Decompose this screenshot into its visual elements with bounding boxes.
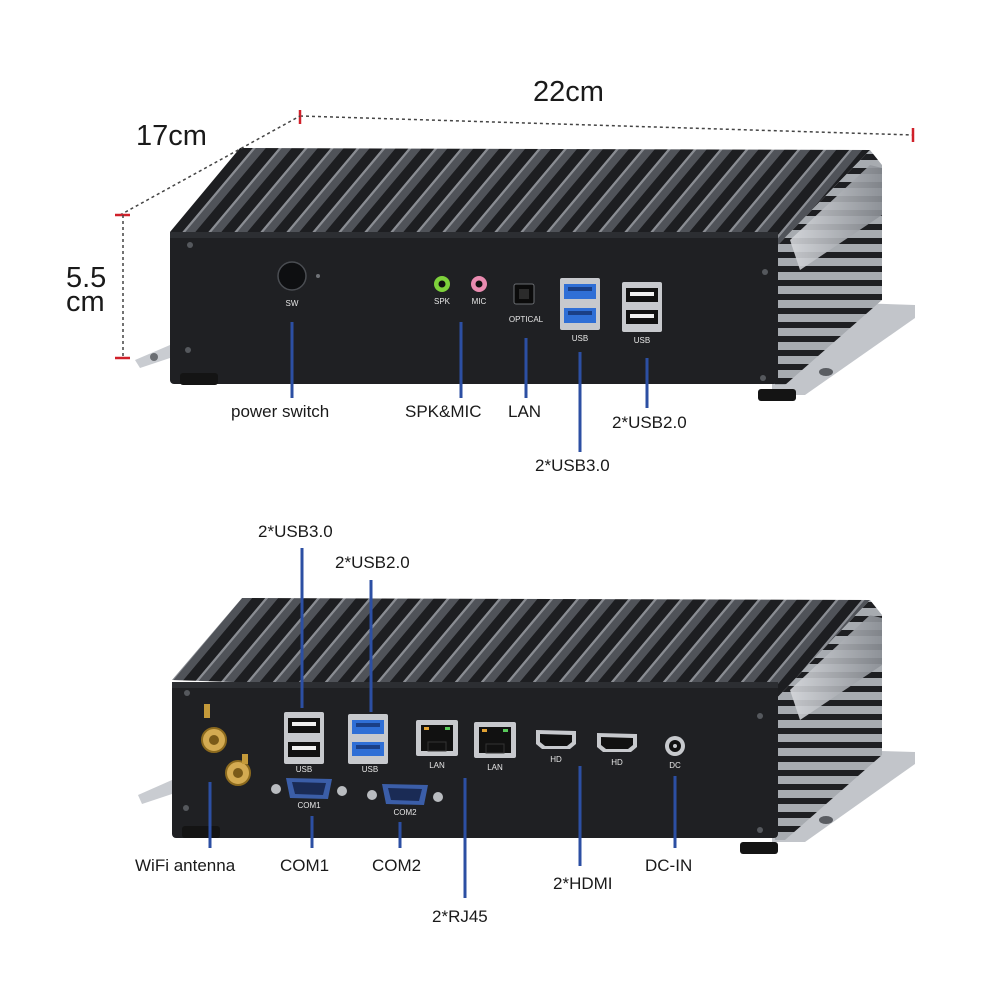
back-usb3-callout: 2*USB3.0 — [258, 522, 333, 541]
left-mount-plate — [138, 780, 178, 804]
depth-dim-line — [119, 115, 301, 216]
front-panel — [170, 232, 778, 384]
power-switch-callout: power switch — [231, 402, 330, 421]
lan-port-icon — [416, 720, 458, 756]
spk-label: SPK — [434, 297, 451, 306]
front-callout-lines — [290, 322, 649, 452]
com2-callout: COM2 — [372, 856, 422, 875]
led-indicator-icon — [316, 274, 320, 278]
hd1-label: HD — [550, 755, 562, 764]
top-heatsink-fins — [170, 148, 870, 248]
lan-callout: LAN — [508, 402, 542, 421]
top-heatsink-fins — [172, 598, 870, 700]
power-button-icon — [277, 261, 307, 291]
usb3-label: USB — [572, 334, 588, 343]
hd2-label: HD — [611, 758, 623, 767]
dc-label: DC — [669, 761, 681, 770]
front-view-device: SW SPK MIC OPTICAL USB USB — [135, 148, 915, 401]
dimension-lines — [115, 110, 915, 360]
hdmi-callout: 2*HDMI — [553, 874, 613, 893]
dc-in-callout: DC-IN — [645, 856, 693, 875]
com1-callout: COM1 — [280, 856, 330, 875]
wifi-antenna-icon — [201, 704, 251, 786]
width-dim-line — [299, 115, 914, 136]
back-usb2-callout: 2*USB2.0 — [335, 553, 410, 572]
hdmi-port-icon — [536, 730, 576, 749]
usb3-back-label: USB — [362, 765, 378, 774]
spk-mic-callout: SPK&MIC — [405, 402, 482, 421]
usb2-label: USB — [634, 336, 650, 345]
width-dimension-label: 22cm — [533, 76, 604, 108]
rj45-callout: 2*RJ45 — [432, 907, 488, 926]
com1-port-icon — [271, 778, 347, 799]
wifi-antenna-callout: WiFi antenna — [135, 856, 236, 875]
com1-port-label: COM1 — [297, 801, 321, 810]
sw-label: SW — [286, 299, 299, 308]
lan-port-icon — [474, 722, 516, 758]
usb2-back-label: USB — [296, 765, 312, 774]
com2-port-label: COM2 — [393, 808, 417, 817]
back-panel — [172, 682, 778, 838]
foot — [758, 389, 796, 401]
usb2-callout: 2*USB2.0 — [612, 413, 687, 432]
usb3-callout: 2*USB3.0 — [535, 456, 610, 475]
com2-port-icon — [367, 784, 443, 805]
hdmi-port-icon — [597, 733, 637, 752]
mic-label: MIC — [472, 297, 487, 306]
height-dimension-value: 5.5 — [66, 262, 107, 294]
back-callout-lines — [208, 548, 677, 898]
height-dimension-unit: cm — [66, 286, 105, 318]
depth-dimension-label: 17cm — [136, 120, 207, 152]
back-view-device: USB USB LAN LAN HD — [138, 598, 915, 854]
lan2-label: LAN — [487, 763, 503, 772]
lan1-label: LAN — [429, 761, 445, 770]
optical-label: OPTICAL — [509, 315, 544, 324]
foot — [180, 373, 218, 385]
